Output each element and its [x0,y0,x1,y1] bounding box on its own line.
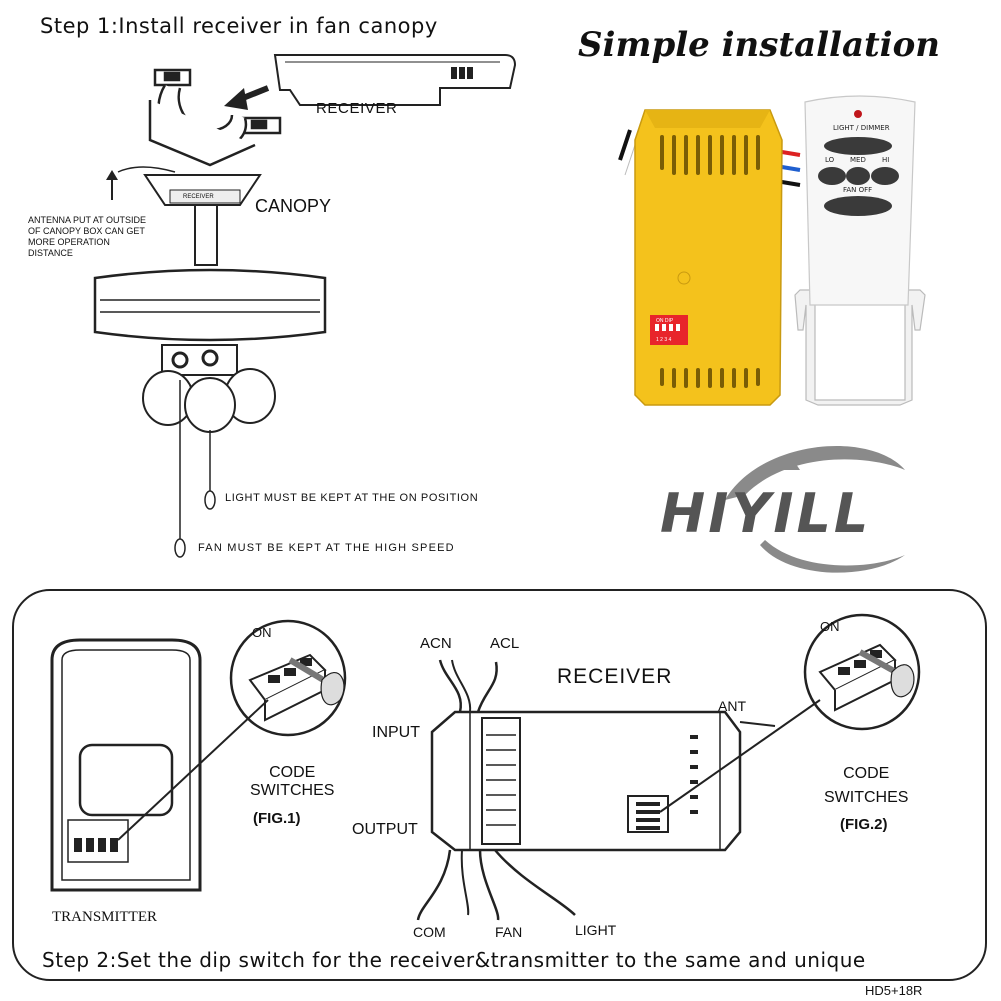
model-number: HD5+18R [865,983,923,998]
bottom-panel [12,589,987,981]
step1-title: Step 1:Install receiver in fan canopy [40,14,438,38]
light-label: LIGHT [575,922,617,938]
hi-button [871,167,899,185]
acl-label: ACL [490,635,520,652]
acl-wire [476,661,498,713]
receiver-photo [634,109,783,406]
code-switches-left: CODE SWITCHES [250,764,335,799]
remote-photo [794,95,926,406]
fig2-label: (FIG.2) [840,816,888,833]
remote-light-dimmer-label: LIGHT / DIMMER [833,124,890,132]
ant-label: ANT [718,698,746,714]
com-wire [416,849,452,921]
code-switch-zoom-right [803,613,921,731]
receiver-wiring-drawing [430,710,742,852]
on-label-left: ON [252,625,272,640]
remote-lo-label: LO [825,156,835,164]
remote-led [854,110,862,118]
remote-med-label: MED [850,156,866,164]
product-photo [618,95,926,573]
transmitter-drawing [50,638,202,892]
remote-hi-label: HI [882,156,890,164]
output-label: OUTPUT [352,821,418,838]
light-pull-chain [204,490,216,510]
hiyill-logo-mark [725,446,905,573]
receiver-title: RECEIVER [557,665,673,688]
install-diagram [93,54,517,558]
on-label-right: ON [820,619,840,634]
canopy-plate-text: RECEIVER [183,194,214,200]
fan-motor-housing [93,268,327,342]
canopy-label: CANOPY [255,196,332,216]
remote-fan-off-label: FAN OFF [843,186,873,194]
fan-pull-chain [174,538,186,558]
code-switch-zoom-left [229,619,347,737]
com-label: COM [413,924,446,940]
antenna-wire [117,166,176,173]
receiver-label: RECEIVER [316,100,398,117]
receiver-module-drawing [273,54,517,106]
med-button [846,167,870,185]
simple-installation-title: Simple installation [578,25,940,65]
transmitter-label: TRANSMITTER [52,909,157,925]
antenna-note: ANTENNA PUT AT OUTSIDE OF CANOPY BOX CAN… [28,215,147,258]
canopy-drawing [143,174,262,266]
input-label: INPUT [372,724,420,741]
mounting-bracket [148,68,282,167]
code-switches-right: CODE SWITCHES [824,765,909,806]
lo-button [818,167,846,185]
light-note: LIGHT MUST BE KEPT AT THE ON POSITION [225,492,479,504]
ant-wire [739,721,776,727]
brand-logo-text: HIYILL [660,482,872,545]
step2-title: Step 2:Set the dip switch for the receiv… [42,948,866,972]
acn-wire [438,659,463,713]
fan-note: FAN MUST BE KEPT AT THE HIGH SPEED [198,542,455,554]
acn-label: ACN [420,635,452,652]
light-wire [494,849,576,916]
fan-off-button [824,196,892,216]
fan-wire [478,849,500,921]
receiver-dip-label: ON DIP [656,318,674,324]
receiver-dip-numbers: 1 2 3 4 [656,337,672,343]
fig1-label: (FIG.1) [253,810,301,827]
fan-label: FAN [495,924,523,940]
light-dimmer-button [824,137,892,155]
